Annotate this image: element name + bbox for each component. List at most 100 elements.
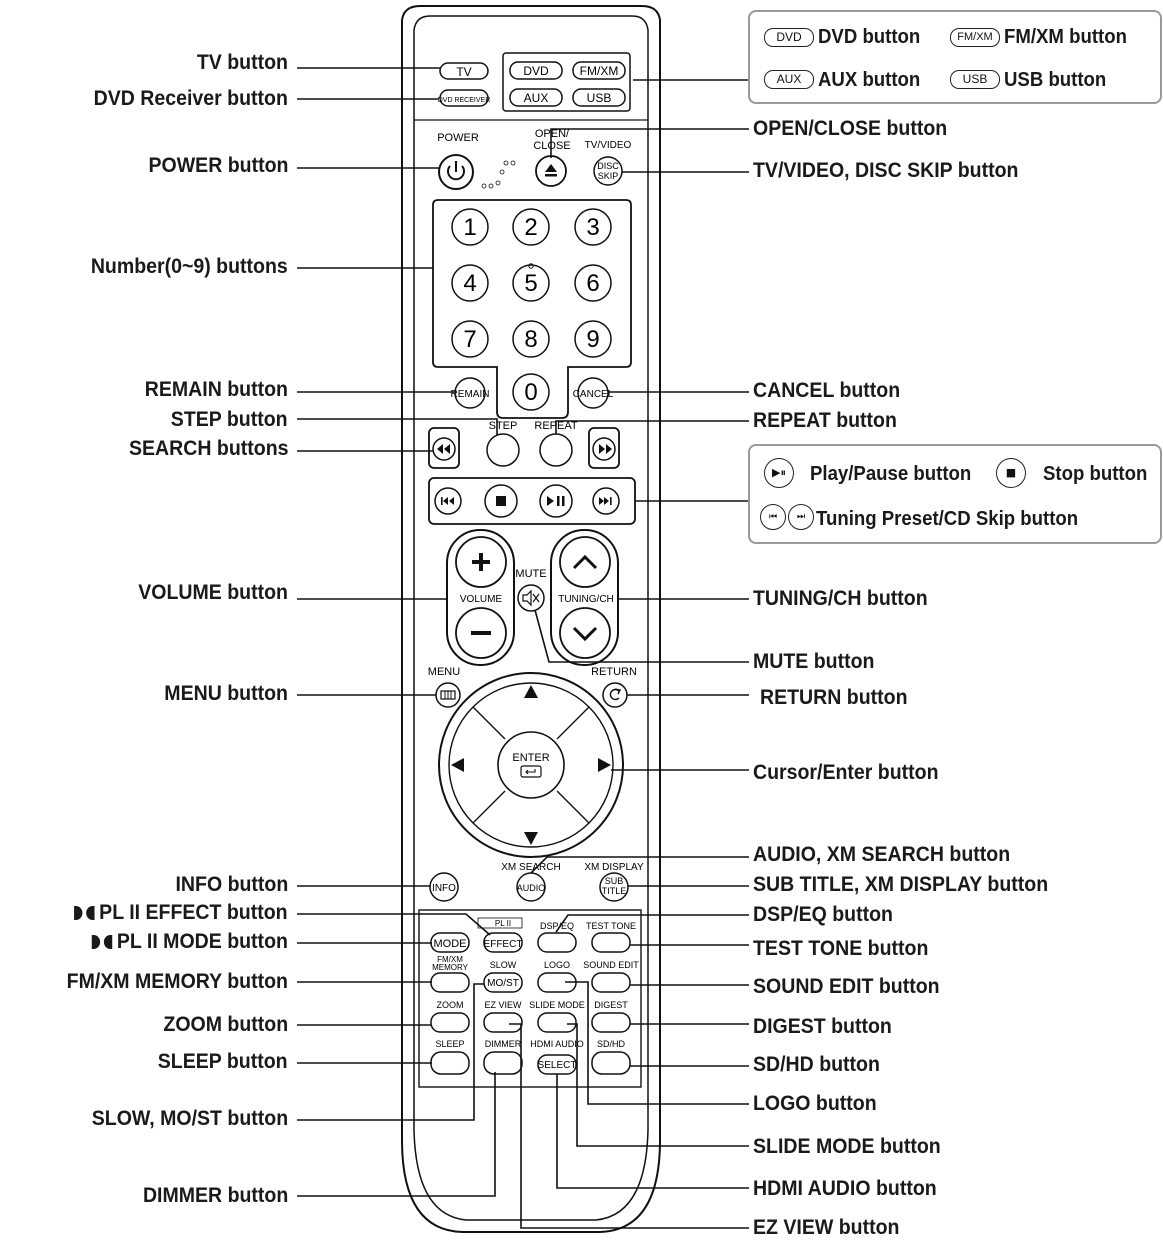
sound-edit-button[interactable] [591, 972, 631, 993]
usb-source-button[interactable]: USB [572, 88, 626, 107]
label-cursor: Cursor/Enter button [753, 761, 939, 784]
mute-button[interactable] [517, 584, 545, 612]
label-tuning: TUNING/CH button [753, 587, 928, 610]
svg-text:MEMORY: MEMORY [432, 963, 469, 972]
skip-key-text: Tuning Preset/CD Skip button [816, 508, 1079, 530]
svg-text:DIGEST: DIGEST [594, 1000, 628, 1010]
aux-source-button[interactable]: AUX [509, 88, 563, 107]
subtitle-button[interactable]: SUB TITLE [599, 872, 629, 902]
label-volume: VOLUME button [138, 581, 288, 604]
repeat-button[interactable] [539, 433, 573, 467]
usb-key-icon: USB [950, 70, 1000, 89]
svg-text:SD/HD: SD/HD [597, 1039, 626, 1049]
svg-text:5: 5 [524, 270, 537, 297]
svg-text:USB: USB [587, 91, 612, 105]
leader-lines [297, 67, 749, 1229]
audio-button[interactable]: AUDIO [516, 872, 546, 902]
stop-button[interactable] [484, 484, 518, 518]
svg-text:OPEN/: OPEN/ [535, 128, 570, 140]
svg-text:STEP: STEP [489, 420, 518, 432]
svg-text:AUDIO: AUDIO [517, 883, 546, 893]
svg-text:XM DISPLAY: XM DISPLAY [584, 862, 644, 873]
label-slide: SLIDE MODE button [753, 1135, 941, 1158]
svg-text:TV/VIDEO: TV/VIDEO [585, 140, 632, 151]
slide-mode-button[interactable] [537, 1012, 577, 1033]
tv-video-disc-skip-button[interactable]: DISC SKIP [593, 156, 623, 186]
menu-button[interactable] [435, 682, 461, 708]
cancel-button[interactable]: CANCEL [573, 377, 614, 409]
hdmi-audio-select-button[interactable]: SELECT [537, 1054, 577, 1075]
fmxm-key-icon: FM/XM [950, 28, 1000, 47]
label-remain: REMAIN button [144, 378, 288, 401]
label-dvd-receiver: DVD Receiver button [93, 87, 288, 110]
open-close-button[interactable] [535, 155, 567, 187]
fmxm-memory-button[interactable] [430, 972, 470, 993]
svg-text:PL II: PL II [495, 919, 511, 928]
number-buttons[interactable]: 1 2 3 4 5 6 7 8 9 0 [451, 208, 612, 411]
svg-text:MUTE: MUTE [515, 568, 546, 580]
label-sound-edit: SOUND EDIT button [753, 975, 940, 998]
search-forward-button[interactable] [592, 437, 616, 461]
step-button[interactable] [486, 433, 520, 467]
svg-text:2: 2 [524, 214, 537, 241]
led-dots [481, 160, 516, 189]
test-tone-button[interactable] [591, 932, 631, 953]
ez-view-button[interactable] [483, 1012, 523, 1033]
label-logo: LOGO button [753, 1092, 877, 1115]
sd-hd-button[interactable] [591, 1051, 631, 1075]
svg-text:SLIDE MODE: SLIDE MODE [529, 1000, 585, 1010]
label-return: RETURN button [760, 686, 908, 709]
return-button[interactable] [602, 682, 628, 708]
label-ezview: EZ VIEW button [753, 1216, 900, 1239]
label-repeat: REPEAT button [753, 409, 897, 432]
skip-back-icon: ⏮ [760, 504, 786, 530]
svg-text:9: 9 [586, 326, 599, 353]
svg-text:MO/ST: MO/ST [487, 978, 519, 989]
mode-button[interactable]: MODE [430, 932, 470, 953]
digest-button[interactable] [591, 1012, 631, 1033]
play-pause-button[interactable] [539, 484, 573, 518]
svg-text:DIMMER: DIMMER [485, 1039, 522, 1049]
tv-source-button[interactable]: TV [439, 62, 489, 80]
label-fmxm-memory: FM/XM MEMORY button [66, 970, 288, 993]
play-key-text: Play/Pause button [810, 463, 972, 485]
dsp-eq-button[interactable] [537, 932, 577, 953]
label-menu: MENU button [164, 682, 288, 705]
dvd-receiver-button[interactable]: DVD RECEIVER [438, 89, 491, 107]
aux-key-text: AUX button [818, 69, 921, 91]
zoom-button[interactable] [430, 1012, 470, 1033]
svg-text:4: 4 [463, 270, 476, 297]
svg-text:TEST TONE: TEST TONE [586, 921, 636, 931]
dimmer-button[interactable] [483, 1051, 523, 1075]
effect-button[interactable]: EFFECT [483, 932, 523, 953]
svg-text:MENU: MENU [428, 666, 460, 678]
fmxm-source-button[interactable]: FM/XM [572, 61, 626, 80]
dvd-key-text: DVD button [818, 26, 921, 48]
svg-text:RETURN: RETURN [591, 666, 637, 678]
label-hdmi: HDMI AUDIO button [753, 1177, 937, 1200]
svg-text:CLOSE: CLOSE [533, 140, 570, 152]
svg-text:ZOOM: ZOOM [437, 1000, 464, 1010]
info-button[interactable]: INFO [429, 872, 459, 902]
power-button[interactable] [438, 154, 474, 190]
tuning-ch-rocker[interactable]: TUNING/CH [550, 529, 619, 666]
dvd-source-button[interactable]: DVD [509, 61, 563, 80]
svg-text:INFO: INFO [432, 883, 456, 894]
label-step: STEP button [171, 408, 288, 431]
svg-text:CANCEL: CANCEL [573, 389, 614, 400]
skip-back-button[interactable] [434, 487, 462, 515]
svg-text:DSP/EQ: DSP/EQ [540, 921, 574, 931]
svg-text:SELECT: SELECT [538, 1060, 577, 1071]
label-open-close: OPEN/CLOSE button [753, 117, 948, 140]
label-subtitle: SUB TITLE, XM DISPLAY button [753, 873, 1049, 896]
enter-button[interactable]: ENTER [497, 731, 565, 799]
remain-button[interactable]: REMAIN [451, 377, 490, 409]
label-slow: SLOW, MO/ST button [91, 1107, 288, 1130]
svg-text:7: 7 [463, 326, 476, 353]
label-mute: MUTE button [753, 650, 875, 673]
mo-st-button[interactable]: MO/ST [483, 972, 523, 993]
skip-forward-button[interactable] [592, 487, 620, 515]
sleep-button[interactable] [430, 1051, 470, 1075]
search-back-button[interactable] [432, 437, 456, 461]
volume-rocker[interactable]: VOLUME [446, 529, 515, 666]
